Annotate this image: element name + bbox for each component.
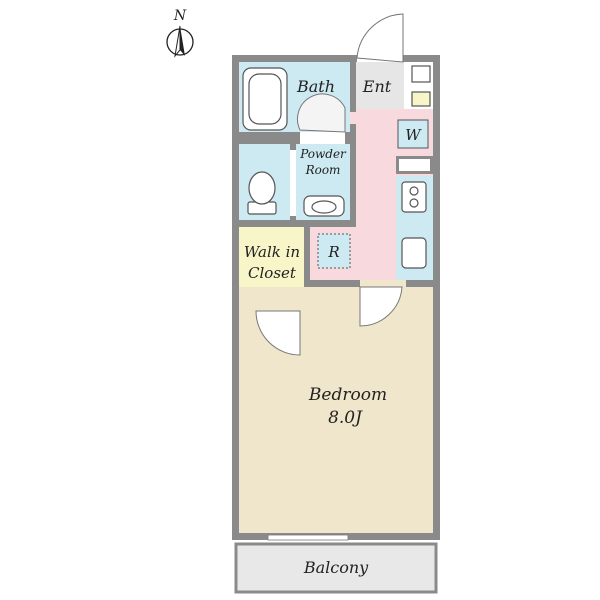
- bedroom-label: Bedroom: [308, 385, 387, 405]
- toilet-door-opening: [290, 150, 296, 216]
- north-compass: N: [166, 8, 194, 58]
- refrigerator-label: R: [327, 243, 339, 261]
- closet-door-swing: [255, 310, 301, 356]
- bath-door-opening: [300, 132, 345, 144]
- bathtub-inner-icon: [248, 73, 282, 125]
- bedroom-size-label: 8.0J: [328, 408, 363, 428]
- entrance-door-swing: [356, 13, 404, 63]
- balcony-window: [267, 534, 349, 541]
- washer-label: W: [405, 126, 422, 144]
- door-swings: [255, 13, 404, 356]
- north-label: N: [173, 8, 187, 24]
- powder-room-label-line2: Room: [305, 163, 341, 177]
- refrigerator-space: [317, 233, 351, 269]
- washer-space: [397, 119, 429, 149]
- burner-icon: [409, 186, 419, 196]
- hall-opening: [350, 112, 356, 124]
- bedroom-door-opening: [360, 280, 406, 287]
- burner-icon: [409, 198, 419, 208]
- kitchen-sink-icon: [401, 237, 427, 269]
- meter-box-icon: [411, 91, 431, 107]
- closet-door-opening: [256, 305, 300, 311]
- powder-room-label-line1: Powder: [299, 147, 347, 161]
- bedroom-door-swing: [359, 286, 403, 327]
- kitchen-partition-inner: [399, 159, 430, 171]
- toilet-bowl-icon: [248, 171, 276, 205]
- storage-box-icon: [411, 65, 431, 83]
- bath-door-swing: [296, 93, 346, 133]
- balcony: [234, 542, 438, 594]
- balcony-label: Balcony: [303, 558, 369, 577]
- closet-label-line1: Walk in: [244, 243, 300, 261]
- entrance-label: Ent: [362, 77, 392, 96]
- stove-icon: [401, 181, 427, 213]
- entrance: [356, 62, 404, 109]
- bath-label: Bath: [296, 77, 335, 96]
- fixtures: [242, 65, 431, 269]
- closet-label-line2: Closet: [248, 264, 297, 282]
- compass-needle-right: [180, 26, 185, 56]
- washbasin-bowl-icon: [311, 200, 337, 214]
